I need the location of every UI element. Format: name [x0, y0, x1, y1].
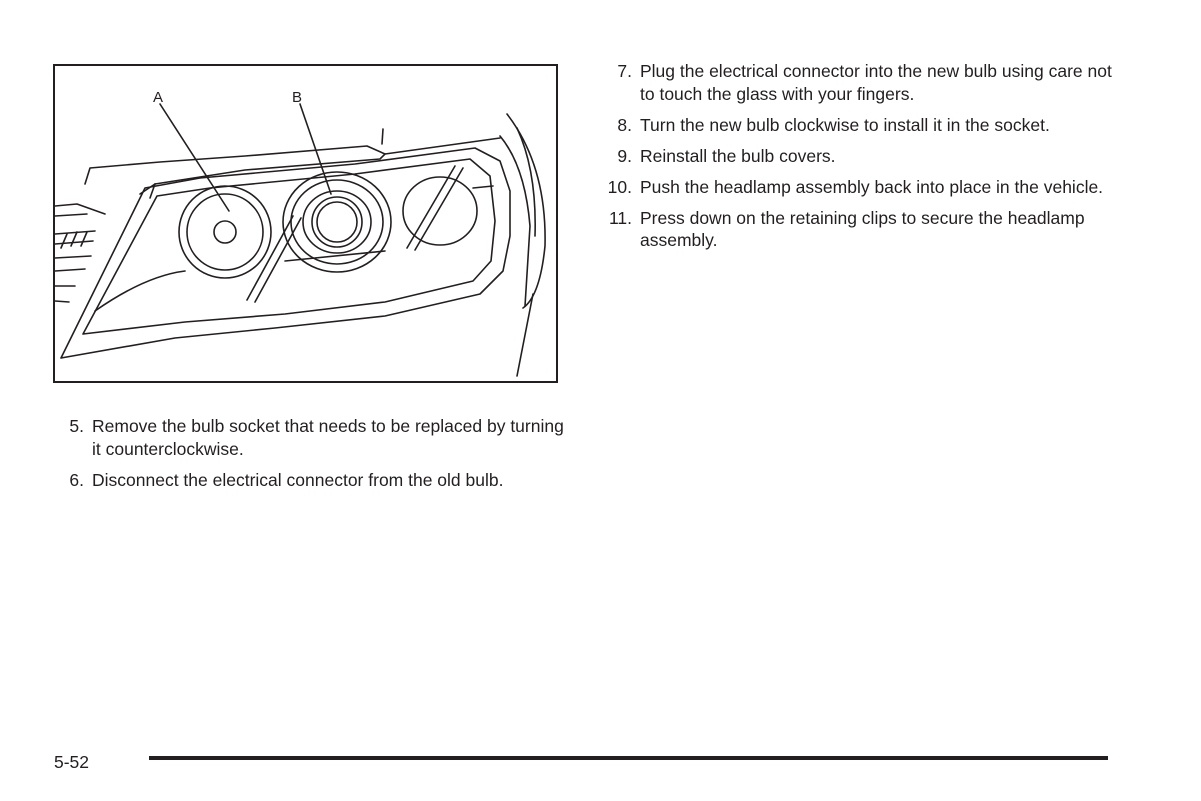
footer-divider: [149, 756, 1108, 760]
figure-label-b: B: [292, 89, 303, 106]
step-text: Press down on the retaining clips to sec…: [640, 207, 1085, 251]
step-number: 8.: [617, 114, 632, 135]
figure-label-a: A: [153, 89, 164, 106]
list-item: 5. Remove the bulb socket that needs to …: [64, 415, 564, 460]
list-item: 11. Press down on the retaining clips to…: [600, 207, 1120, 252]
step-text: Plug the electrical connector into the n…: [640, 61, 1112, 104]
steps-right-column: 7. Plug the electrical connector into th…: [600, 60, 1120, 260]
list-item: 9. Reinstall the bulb covers.: [600, 145, 1120, 168]
list-item: 6. Disconnect the electrical connector f…: [64, 469, 564, 492]
step-number: 10.: [607, 176, 632, 197]
page-number: 5-52: [54, 752, 90, 772]
step-text: Disconnect the electrical connector from…: [92, 469, 504, 490]
step-text: Push the headlamp assembly back into pla…: [640, 176, 1104, 197]
step-number: 11.: [608, 207, 632, 228]
list-item: 7. Plug the electrical connector into th…: [600, 60, 1120, 105]
step-text: Remove the bulb socket that needs to be …: [92, 416, 564, 459]
step-number: 9.: [617, 145, 632, 166]
step-number: 6.: [69, 469, 84, 490]
list-item: 10. Push the headlamp assembly back into…: [600, 176, 1120, 199]
steps-left-column: 5. Remove the bulb socket that needs to …: [64, 415, 564, 500]
step-text: Reinstall the bulb covers.: [640, 145, 836, 166]
step-number: 7.: [617, 61, 632, 81]
headlamp-figure: A B: [53, 64, 558, 383]
list-item: 8. Turn the new bulb clockwise to instal…: [600, 114, 1120, 137]
step-number: 5.: [69, 416, 84, 436]
step-text: Turn the new bulb clockwise to install i…: [640, 114, 1050, 135]
headlamp-assembly-illustration: [55, 103, 546, 377]
